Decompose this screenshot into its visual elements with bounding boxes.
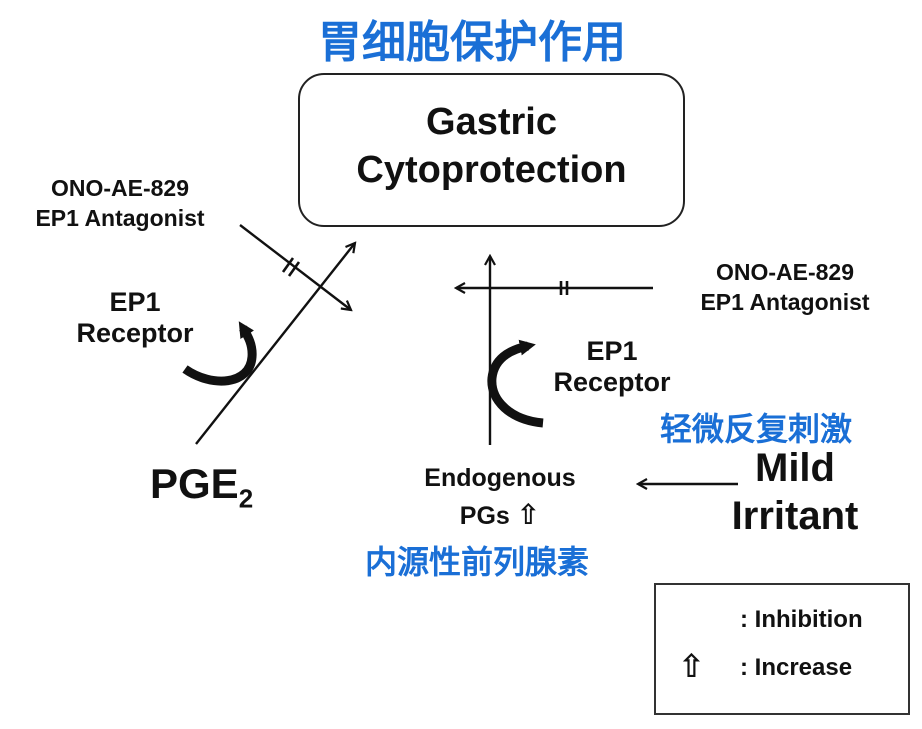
pge2-subscript: 2 [238,483,254,514]
right-inhibition-bars [559,281,569,295]
right-receptor-curved-arrow [487,339,544,428]
right-antagonist-type: EP1 Antagonist [700,288,870,315]
mild-irritant-line1: Mild [755,446,835,490]
left-receptor-curved-arrow [182,321,257,386]
mild-irritant-cn-label: 轻微反复刺激 [660,410,853,448]
left-receptor-line2: Receptor [76,318,194,349]
legend-inhibition-label: : Inhibition [740,606,863,633]
left-receptor-line1: EP1 [109,287,161,317]
left-antagonist-type: EP1 Antagonist [35,204,205,231]
endogenous-pgs-label: Endogenous PGs ⇧ [390,462,610,534]
increase-arrow-icon: ⇧ [516,498,541,530]
mild-irritant-line2: Irritant [731,494,859,538]
legend-increase-label: : Increase [740,654,853,681]
left-antagonist-name: ONO-AE-829 [50,175,190,201]
pge2-stimulation-arrow [195,243,355,445]
outcome-line1: Gastric [426,101,557,143]
mild-irritant-label: Mild Irritant [715,444,875,540]
right-antagonist-label: ONO-AE-829 EP1 Antagonist [655,258,915,318]
legend-box: : Inhibition ⇧ : Increase [654,583,910,715]
outcome-line2: Cytoprotection [356,148,627,191]
left-inhibition-bars [281,257,301,277]
right-receptor-line1: EP1 [586,336,638,366]
chinese-title: 胃细胞保护作用 [318,17,626,68]
endogenous-line1: Endogenous [424,464,576,492]
left-antagonist-label: ONO-AE-829 EP1 Antagonist [0,174,240,234]
pge2-label: PGE2 [150,460,253,514]
outcome-box: Gastric Cytoprotection [298,73,685,227]
left-receptor-label: EP1 Receptor [60,287,210,349]
right-receptor-line2: Receptor [553,367,671,398]
endogenous-line2: PGs [459,501,510,530]
legend-increase-arrow-icon: ⇧ [678,648,705,684]
pge2-main: PGE [150,460,239,507]
right-antagonist-name: ONO-AE-829 [715,259,855,285]
endogenous-pgs-cn-label: 内源性前列腺素 [365,543,590,581]
right-receptor-label: EP1 Receptor [537,336,687,398]
